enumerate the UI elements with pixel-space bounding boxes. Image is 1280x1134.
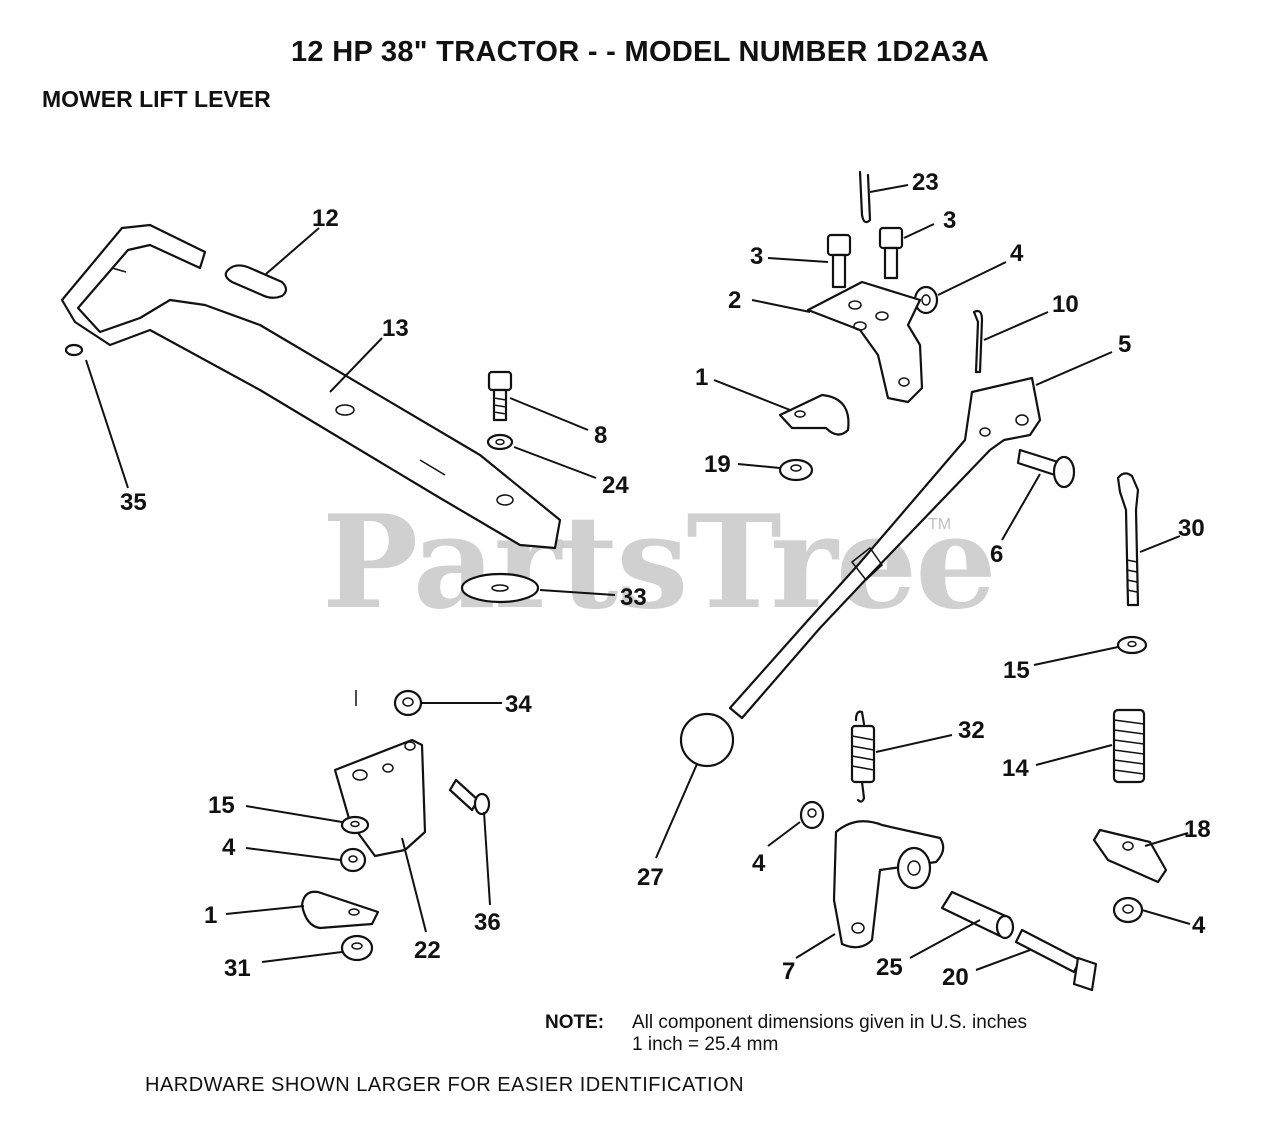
callout-14: 14 [1002,755,1029,782]
watermark-trademark: TM [928,516,952,533]
part-7-pivot-bracket[interactable] [832,820,945,949]
callout-24: 24 [602,472,629,499]
callout-2: 2 [728,287,741,314]
callout-22: 22 [414,937,441,964]
part-24-washer[interactable] [486,433,514,451]
section-title: MOWER LIFT LEVER [42,86,271,112]
watermark-logo: PartsTree [322,488,997,638]
callout-23: 23 [912,169,939,196]
callout-20: 20 [942,964,969,991]
part-4-nut-left[interactable] [339,847,367,873]
part-2-bracket[interactable] [806,280,924,404]
part-25-tube[interactable] [940,890,1015,940]
note-text: All component dimensions given in U.S. i… [632,1012,1027,1056]
diagram-title: 12 HP 38" TRACTOR - - MODEL NUMBER 1D2A3… [290,36,989,68]
part-3-bolt-left[interactable] [826,233,852,289]
callout-34: 34 [505,691,532,718]
part-4-nut-bottom-right[interactable] [1112,896,1144,924]
callout-27: 27 [637,864,664,891]
callout-1-left: 1 [204,902,217,929]
callout-1-top: 1 [695,364,708,391]
callout-3-right: 3 [943,207,956,234]
part-33-large-washer[interactable] [460,572,540,604]
callout-4-top: 4 [1010,240,1024,267]
part-27-knob[interactable] [679,712,735,768]
part-12-grip[interactable] [224,264,288,299]
hardware-footer: HARDWARE SHOWN LARGER FOR EASIER IDENTIF… [145,1074,745,1096]
note-line-2: 1 inch = 25.4 mm [632,1034,779,1055]
callout-13: 13 [382,315,409,342]
callout-35: 35 [120,489,147,516]
note-line-1: All component dimensions given in U.S. i… [632,1012,1027,1033]
callout-18: 18 [1184,816,1211,843]
callout-33: 33 [620,584,647,611]
callout-10: 10 [1052,291,1079,318]
part-35-ring[interactable] [64,343,84,357]
part-5-lift-lever[interactable] [728,376,1042,720]
part-23-cotter-pin[interactable] [858,170,872,224]
part-14-spring[interactable] [1112,708,1146,784]
note-label: NOTE: [545,1012,605,1033]
part-15-washer-left[interactable] [340,815,370,835]
part-10-cotter-pin[interactable] [972,309,984,374]
callout-32: 32 [958,717,985,744]
callout-7: 7 [782,958,795,985]
part-31-nut[interactable] [340,934,374,962]
callout-31: 31 [224,955,251,982]
callout-8: 8 [594,422,607,449]
callout-4-center: 4 [752,850,766,877]
callout-12: 12 [312,205,339,232]
part-6-shoulder-bolt[interactable] [1016,448,1076,489]
callout-30: 30 [1178,515,1205,542]
leader-lines [85,184,1191,971]
callout-15-right: 15 [1003,657,1030,684]
part-13-lift-handle[interactable] [60,223,562,550]
part-3-bolt-right[interactable] [878,226,904,280]
part-22-bracket[interactable] [333,738,427,858]
callout-4-left: 4 [222,834,236,861]
part-19-nut[interactable] [778,458,814,482]
callout-25: 25 [876,954,903,981]
part-30-threaded-rod[interactable] [1116,472,1140,607]
callout-3-left: 3 [750,243,763,270]
part-32-extension-spring[interactable] [850,710,876,803]
callout-36: 36 [474,909,501,936]
callout-4-bottom-right: 4 [1192,912,1206,939]
callout-5: 5 [1118,331,1131,358]
part-1-clip-left[interactable] [300,890,380,930]
part-36-bolt[interactable] [448,778,491,816]
callout-19: 19 [704,451,731,478]
part-34-nut[interactable] [355,689,423,717]
part-1-clip-top[interactable] [778,393,850,436]
part-4-nut-center[interactable] [799,800,825,830]
callout-6: 6 [990,541,1003,568]
part-15-washer-right[interactable] [1116,635,1148,655]
part-8-bolt[interactable] [487,370,513,422]
callout-15-left: 15 [208,792,235,819]
part-20-bolt[interactable] [1014,928,1098,992]
part-18-trunnion[interactable] [1092,828,1168,884]
